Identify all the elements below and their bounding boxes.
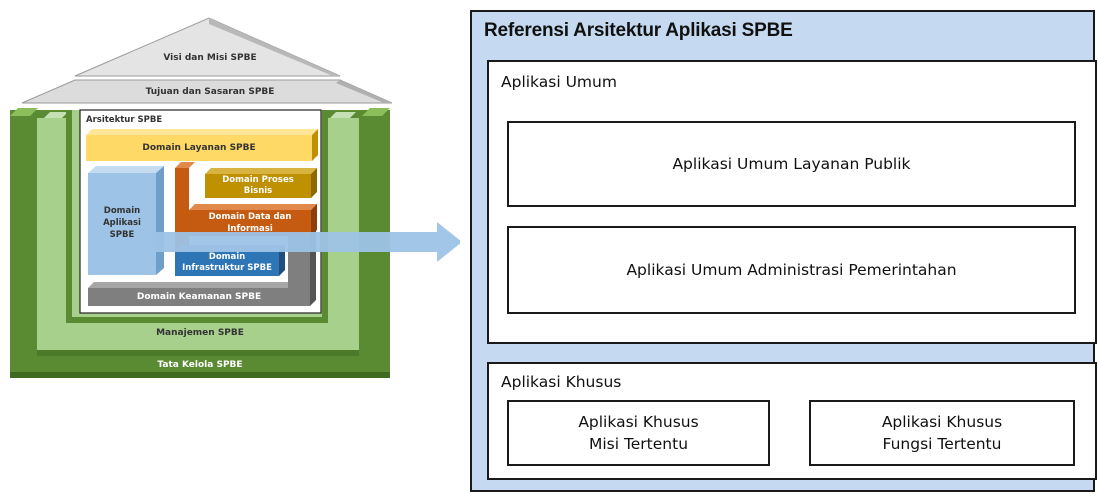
arsitektur-label: Arsitektur SPBE: [86, 115, 163, 125]
aplikasi-umum-administrasi: Aplikasi Umum Administrasi Pemerintahan: [507, 226, 1076, 314]
arrow: [156, 222, 460, 262]
roof-top-label: Visi dan Misi SPBE: [163, 53, 257, 63]
domain-aplikasi-label: Domain Aplikasi SPBE: [103, 206, 141, 240]
domain-keamanan-block: [88, 288, 310, 306]
aplikasi-khusus-misi: Aplikasi Khusus Misi Tertentu: [507, 400, 770, 466]
spbe-house-diagram: [10, 17, 460, 378]
aplikasi-umum-layanan-publik: Aplikasi Umum Layanan Publik: [507, 121, 1076, 207]
roof-top: [74, 17, 341, 77]
aplikasi-khusus-fungsi: Aplikasi Khusus Fungsi Tertentu: [809, 400, 1075, 466]
domain-aplikasi-block: [88, 173, 156, 275]
manajemen-label: Manajemen SPBE: [156, 328, 244, 338]
domain-infrastruktur-label: Domain Infrastruktur SPBE: [182, 252, 272, 273]
domain-layanan-block: [86, 135, 312, 161]
domain-proses-block: [205, 174, 311, 198]
roof-bottom-label: Tujuan dan Sasaran SPBE: [145, 87, 275, 97]
domain-infrastruktur-block: [175, 251, 279, 276]
tata-kelola-label: Tata Kelola SPBE: [157, 360, 243, 370]
domain-layanan-label: Domain Layanan SPBE: [142, 143, 256, 153]
domain-keamanan-label: Domain Keamanan SPBE: [136, 292, 262, 302]
referensi-title: Referensi Arsitektur Aplikasi SPBE: [484, 20, 793, 41]
domain-data-label: Domain Data dan Informasi: [208, 212, 292, 234]
domain-data-block: [175, 210, 311, 236]
domain-proses-label: Domain Proses Bisnis: [222, 175, 294, 196]
aplikasi-umum-title: Aplikasi Umum: [501, 73, 617, 91]
aplikasi-khusus-title: Aplikasi Khusus: [501, 373, 622, 391]
